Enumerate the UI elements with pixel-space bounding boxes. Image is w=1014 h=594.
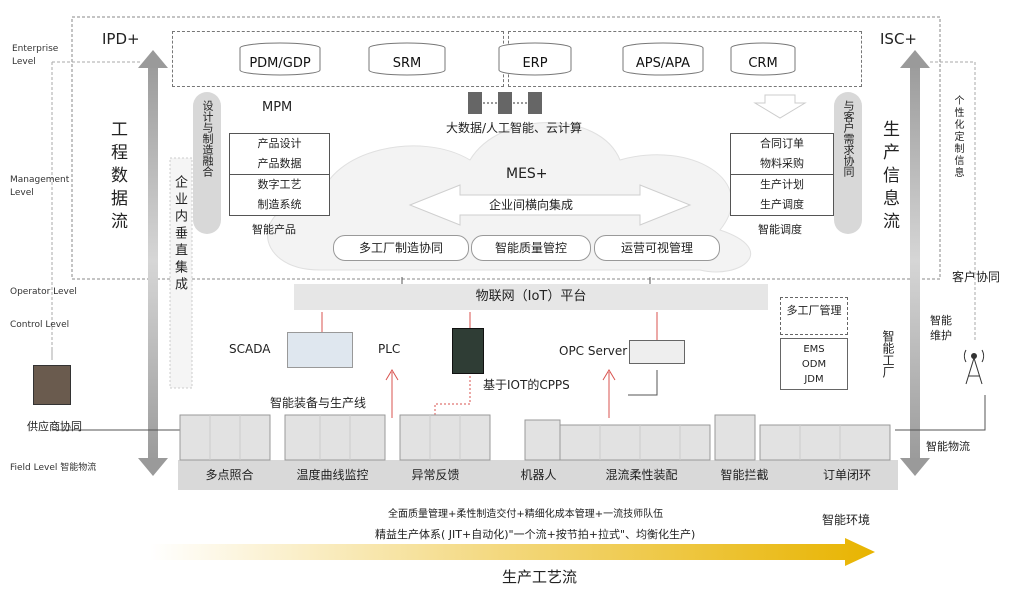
mpm-stack: 产品设计 产品数据 数字工艺 制造系统 [229, 133, 330, 216]
opc-label: OPC Server [559, 344, 628, 358]
field-cell: 智能拦截 [720, 468, 769, 482]
system-erp: ERP [496, 42, 574, 76]
field-cell: 机器人 [520, 468, 557, 482]
level-enterprise: Enterprise Level [12, 44, 59, 67]
mes-title: MES+ [506, 166, 548, 182]
system-crm: CRM [728, 42, 798, 76]
level-field: Field Level 智能物流 [10, 463, 97, 473]
field-cell: 温度曲线监控 [296, 468, 369, 482]
equipment-label: 智能装备与生产线 [270, 396, 367, 410]
mpm-item: 制造系统 [257, 198, 302, 211]
mpm-item: 产品数据 [230, 154, 329, 175]
field-cell: 混流柔性装配 [605, 468, 678, 482]
warehouse-icon [33, 365, 71, 405]
mpm-item: 数字工艺 [257, 178, 302, 191]
cloud-title: 大数据/人工智能、云计算 [446, 121, 583, 135]
design-manufacture-pill: 设计与制造融合 [201, 100, 214, 177]
opc-server-icon [629, 340, 685, 364]
production-info-flow: 生产信息流 [879, 120, 899, 235]
server-rack-icon [468, 92, 542, 118]
engineering-data-flow: 工程数据流 [107, 120, 127, 235]
system-pdm: PDM/GDP [237, 42, 323, 76]
order-item: 生产调度 [760, 198, 804, 211]
smart-environment-label: 智能环境 [822, 513, 871, 527]
vertical-integration-label: 企业内垂直集成 [172, 175, 187, 294]
supplier-label: 供应商协同 [27, 420, 82, 433]
mes-pill-multi-factory: 多工厂制造协同 [333, 235, 469, 261]
multi-factory-item: JDM [804, 374, 824, 385]
order-smart-dispatch: 智能调度 [758, 223, 802, 236]
scada-label: SCADA [229, 342, 271, 356]
management-summary: 全面质量管理+柔性制造交付+精细化成本管理+一流技师队伍 [388, 509, 664, 520]
field-cell: 订单闭环 [822, 468, 871, 482]
iot-platform-band: 物联网（IoT）平台 [294, 284, 768, 310]
multi-factory-item: EMS [803, 344, 825, 355]
level-control: Control Level [10, 320, 70, 330]
mes-subtitle: 企业间横向集成 [489, 198, 574, 212]
lean-production-summary: 精益生产体系( JIT+自动化)"一个流+按节拍+拉式"、均衡化生产) [375, 528, 696, 541]
customer-demand-pill: 与客户需求协同 [842, 100, 855, 177]
mpm-item: 产品设计 [257, 137, 302, 150]
customer-collab-label: 客户协同 [952, 270, 1001, 284]
plc-label: PLC [378, 342, 401, 356]
smart-maintenance-label: 智能维护 [930, 314, 952, 342]
ipd-systems-frame [172, 31, 504, 87]
order-stack: 合同订单 物料采购 生产计划 生产调度 [730, 133, 834, 216]
mes-pill-operations: 运营可视管理 [594, 235, 720, 261]
field-level-stripe: 多点照合 温度曲线监控 异常反馈 机器人 混流柔性装配 智能拦截 订单闭环 [178, 460, 898, 490]
field-cell: 多点照合 [205, 468, 254, 482]
cpps-device-icon [452, 328, 484, 374]
system-srm: SRM [366, 42, 448, 76]
order-item: 合同订单 [760, 137, 804, 150]
level-management: Management Level [10, 175, 70, 198]
order-item: 生产计划 [760, 178, 804, 191]
mpm-title: MPM [262, 100, 293, 115]
level-operator: Operator Level [10, 287, 77, 297]
cpps-label: 基于IOT的CPPS [483, 378, 570, 392]
isc-label: ISC+ [880, 30, 917, 48]
mpm-smart-product: 智能产品 [252, 223, 296, 236]
ipd-label: IPD+ [102, 30, 140, 48]
system-aps: APS/APA [620, 42, 706, 76]
field-cell: 异常反馈 [411, 468, 460, 482]
scada-monitor-icon [287, 332, 353, 368]
mes-pill-quality: 智能质量管控 [471, 235, 591, 261]
customization-info-label: 个性化定制信息 [952, 95, 963, 179]
multi-factory-item: ODM [801, 359, 827, 370]
smart-factory-label: 智能工厂 [881, 330, 895, 378]
antenna-icon [960, 346, 988, 390]
smart-logistics-label: 智能物流 [926, 440, 970, 453]
multi-factory-title: 多工厂管理 [780, 297, 848, 335]
process-flow-label: 生产工艺流 [502, 568, 578, 586]
multi-factory-list: EMS ODM JDM [780, 338, 848, 390]
order-item: 物料采购 [731, 154, 833, 175]
